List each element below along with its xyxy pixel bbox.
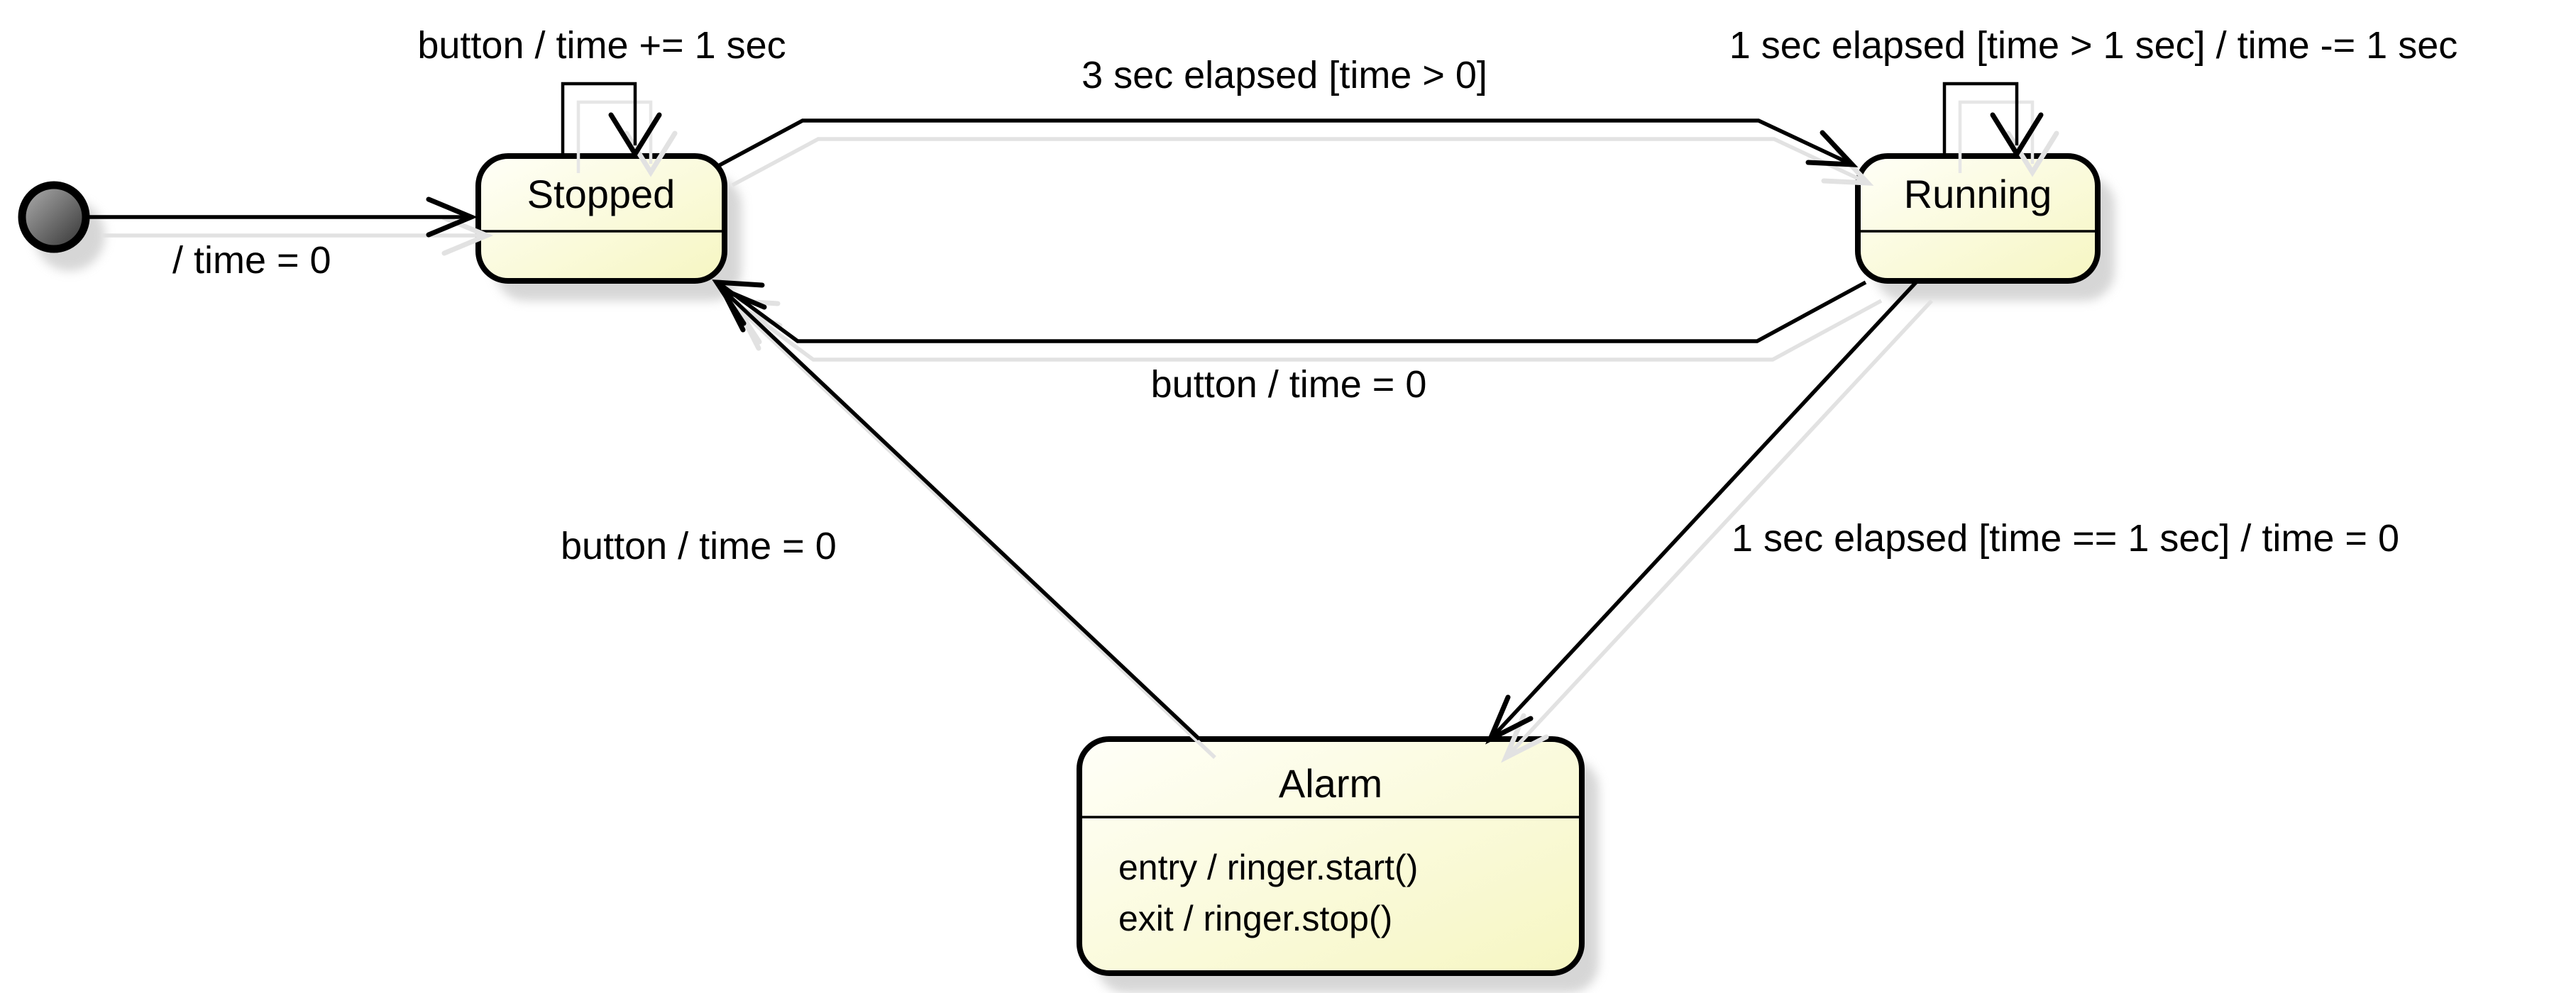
label-running-self: 1 sec elapsed [time > 1 sec] / time -= 1… bbox=[1729, 24, 2457, 67]
running-to-alarm-arrowhead-shadow bbox=[1501, 713, 1549, 763]
transition-stopped-self bbox=[561, 82, 662, 159]
running-to-alarm-shadow bbox=[1507, 299, 1934, 756]
stopped-loop-arrowhead-shadow bbox=[624, 131, 678, 177]
state-alarm bbox=[1077, 736, 1585, 976]
edge-shadow-layer bbox=[101, 100, 2059, 763]
stopped-to-running-arrowhead bbox=[1805, 130, 1859, 167]
transition-stopped-to-running bbox=[715, 118, 1859, 169]
stopped-loop bbox=[561, 82, 637, 155]
label-running-to-stopped: button / time = 0 bbox=[1151, 363, 1427, 406]
initial-state bbox=[18, 181, 90, 253]
state-running bbox=[1855, 153, 2101, 284]
stopped-to-running-edge bbox=[715, 118, 1854, 169]
running-to-stopped-edge bbox=[718, 280, 1867, 343]
label-stopped-self: button / time += 1 sec bbox=[417, 24, 786, 67]
alarm-exit-action: exit / ringer.stop() bbox=[1118, 899, 1392, 938]
running-to-alarm-arrowhead bbox=[1485, 694, 1534, 745]
state-stopped bbox=[475, 153, 727, 284]
stopped-box bbox=[475, 153, 727, 284]
label-initial-to-stopped: / time = 0 bbox=[172, 239, 331, 282]
alarm-to-stopped-shadow bbox=[737, 306, 1216, 760]
running-to-alarm-edge bbox=[1491, 281, 1918, 738]
transition-running-to-stopped bbox=[712, 279, 1867, 343]
alarm-entry-action: entry / ringer.start() bbox=[1118, 848, 1418, 887]
transition-running-to-alarm bbox=[1485, 281, 1918, 745]
alarm-to-stopped-edge bbox=[721, 287, 1201, 741]
transition-running-self bbox=[1942, 82, 2044, 159]
alarm-to-stopped-arrowhead bbox=[717, 284, 767, 333]
initial-arrowhead bbox=[426, 196, 478, 238]
running-loop-arrowhead bbox=[1990, 112, 2044, 159]
alarm-box bbox=[1077, 736, 1585, 976]
stopped-to-running-shadow bbox=[731, 137, 1869, 187]
label-stopped-to-running: 3 sec elapsed [time > 0] bbox=[1081, 54, 1487, 96]
running-loop-arrowhead-shadow bbox=[2005, 131, 2059, 177]
transition-initial-to-stopped bbox=[86, 196, 478, 238]
alarm-title: Alarm bbox=[1279, 761, 1382, 806]
stopped-title: Stopped bbox=[527, 172, 676, 216]
running-box bbox=[1855, 153, 2101, 284]
transition-alarm-to-stopped bbox=[717, 284, 1201, 741]
label-running-to-alarm: 1 sec elapsed [time == 1 sec] / time = 0 bbox=[1732, 517, 2399, 560]
running-title: Running bbox=[1904, 172, 2052, 216]
shadow-layer bbox=[34, 176, 2115, 993]
running-to-stopped-shadow bbox=[734, 299, 1883, 362]
label-alarm-to-stopped: button / time = 0 bbox=[561, 525, 837, 567]
stopped-loop-arrowhead bbox=[608, 112, 662, 159]
running-loop bbox=[1942, 82, 2019, 155]
